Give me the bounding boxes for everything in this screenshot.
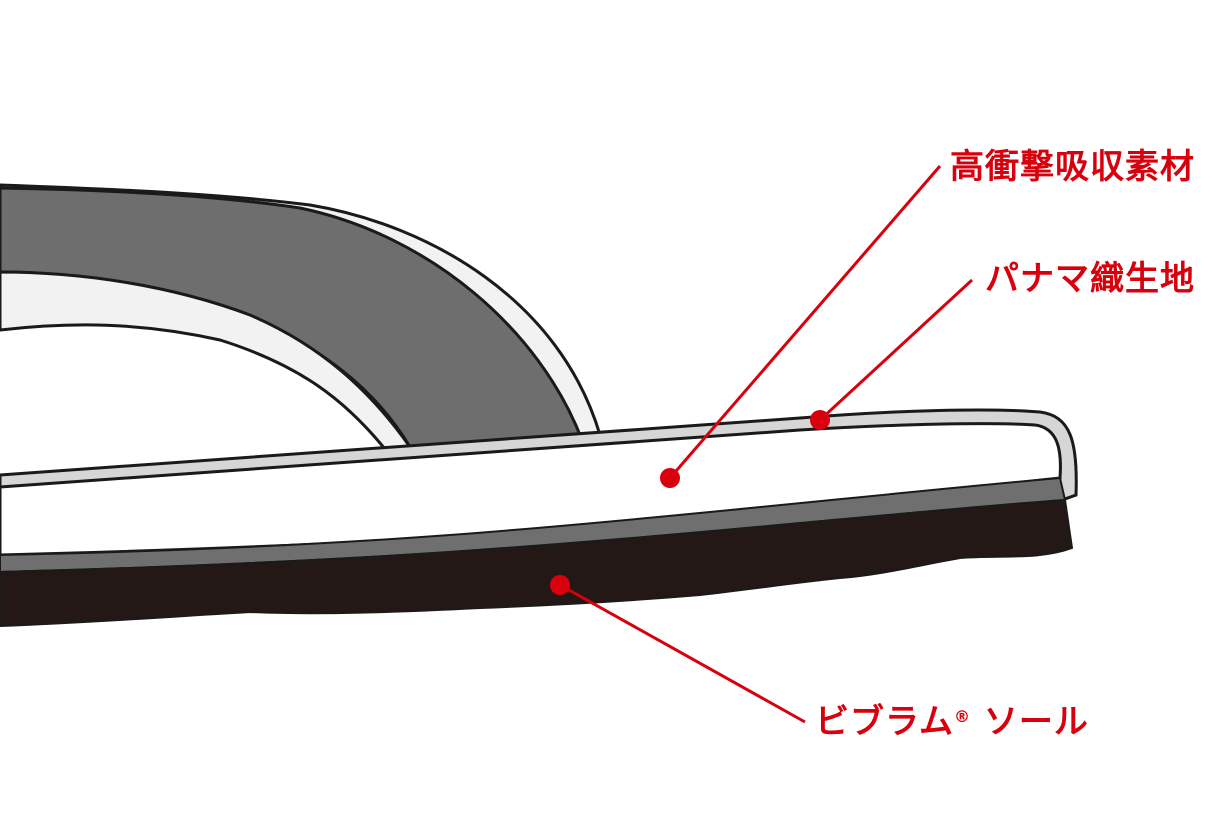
callout-label-vibram-sole: ビブラム® ソール bbox=[815, 705, 1089, 739]
callout-line-panama-fabric bbox=[818, 278, 974, 422]
callout-line-vibram-sole bbox=[559, 583, 806, 724]
callout-line-shock-absorbing bbox=[668, 165, 942, 479]
callout-label-panama-weave-fabric: パナマ織生地 bbox=[985, 259, 1195, 299]
callout-dot-vibram-sole bbox=[550, 575, 570, 595]
sandal-strap bbox=[0, 183, 602, 451]
callout-lines bbox=[559, 165, 974, 724]
sandal-outsole bbox=[0, 498, 1074, 628]
callout-dot-shock-absorbing bbox=[660, 468, 680, 488]
callout-label-shock-absorbing-material: 高衝撃吸収素材 bbox=[950, 147, 1195, 187]
callout-label-sole-word: ソール bbox=[983, 702, 1089, 742]
callout-label-vibram-name: ビブラム bbox=[815, 702, 954, 742]
callout-dots bbox=[550, 410, 830, 595]
callout-dot-panama-fabric bbox=[810, 410, 830, 430]
registered-mark: ® bbox=[953, 707, 971, 726]
